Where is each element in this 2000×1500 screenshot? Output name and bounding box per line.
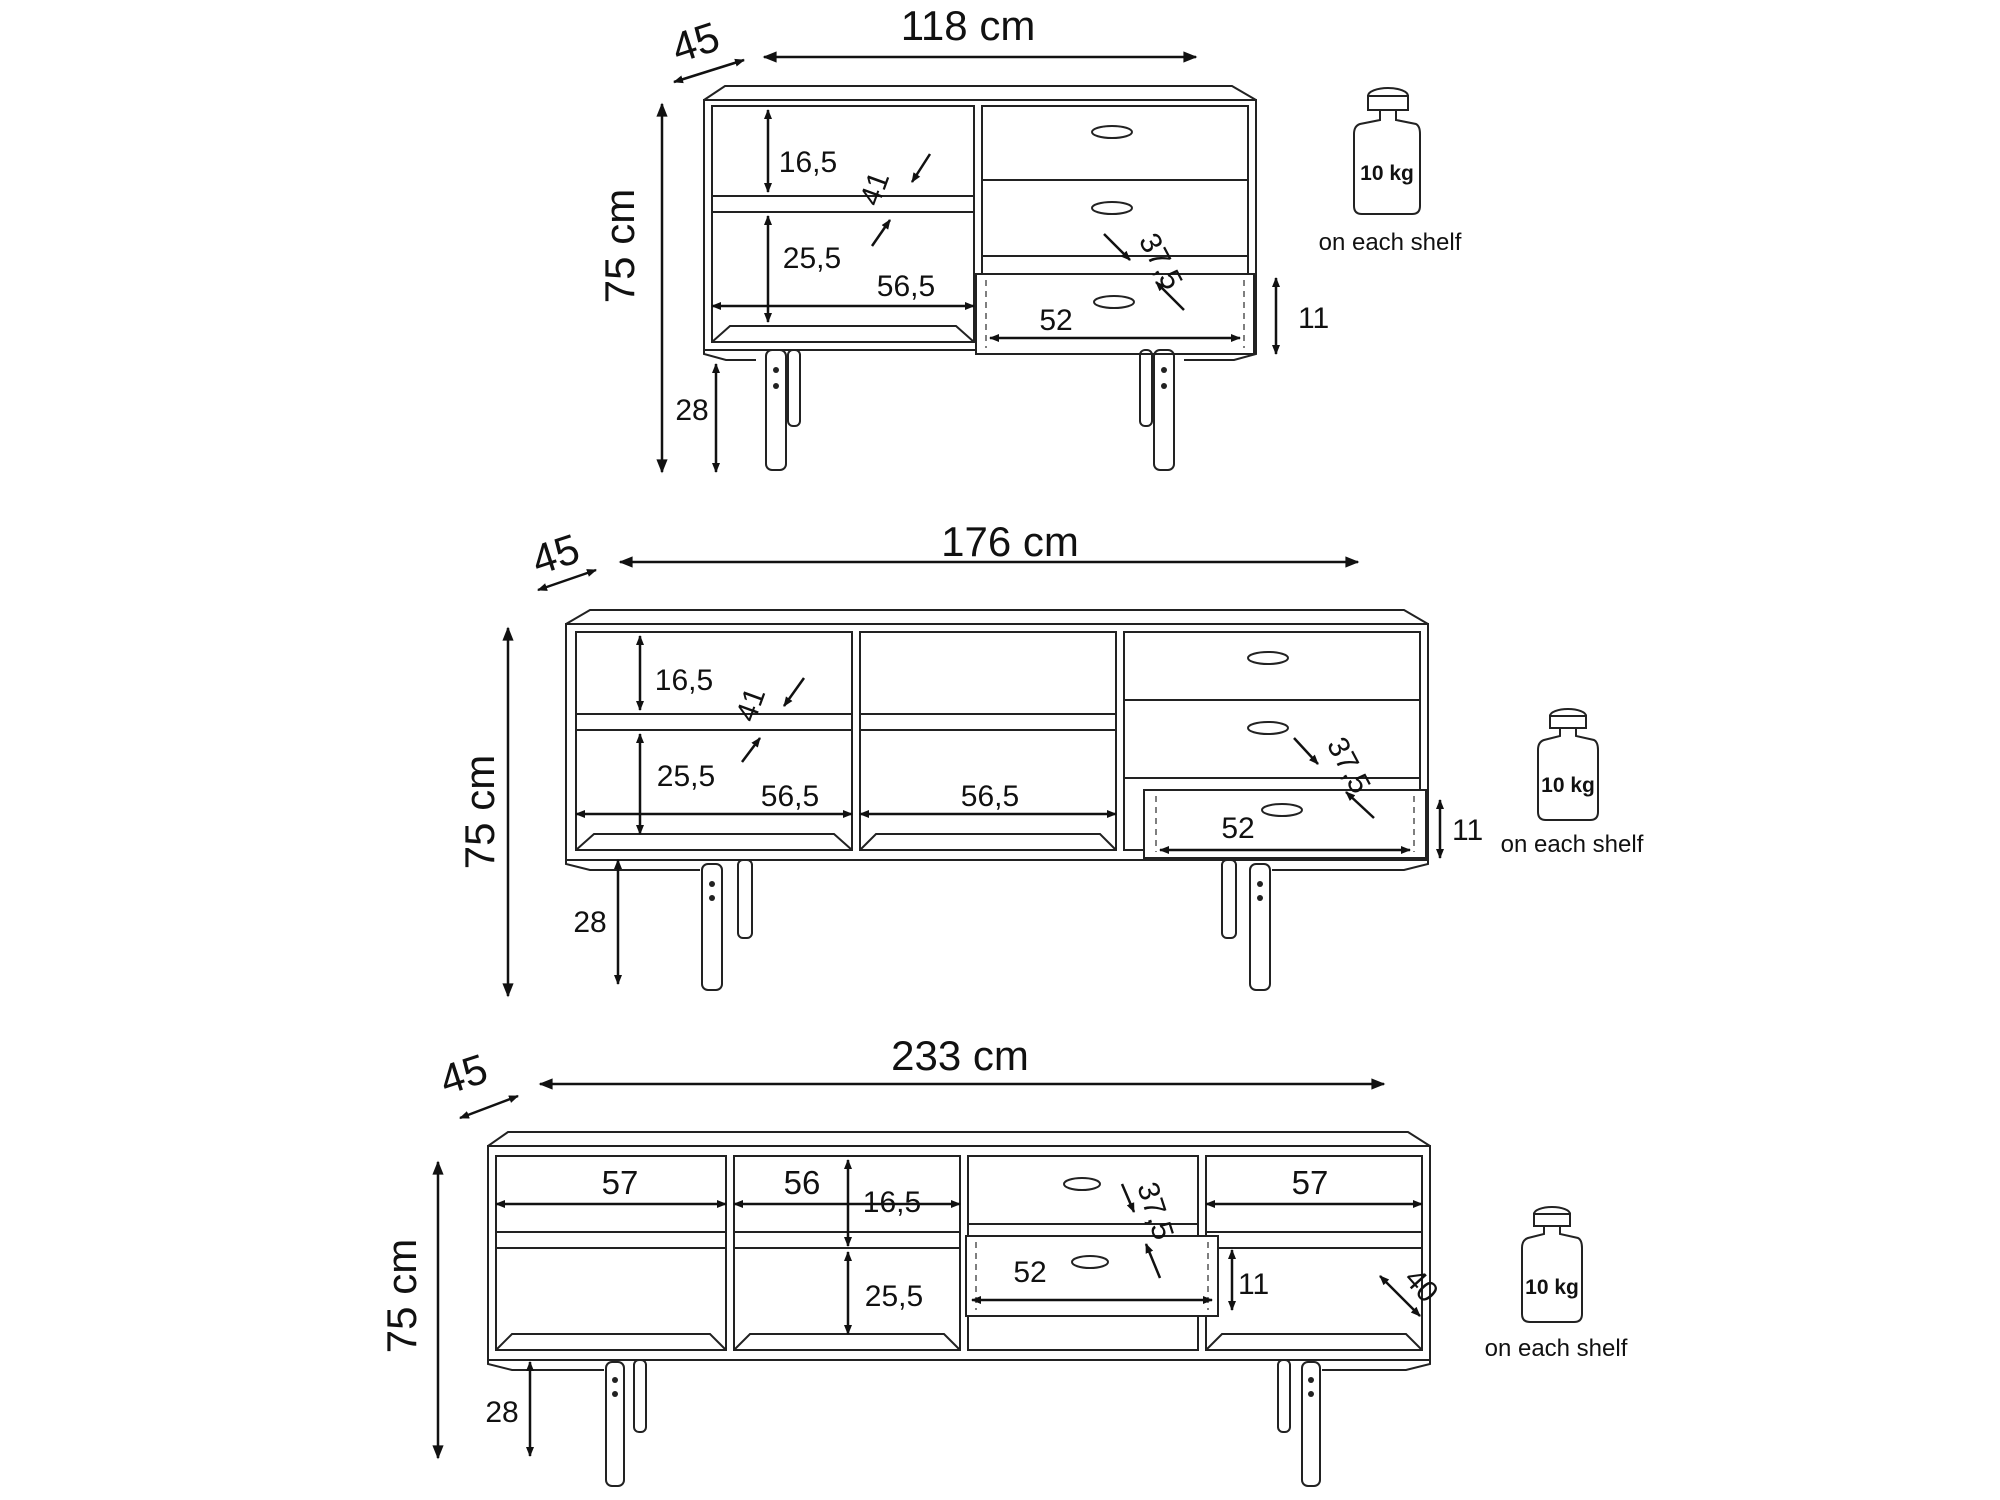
height-label: 75 cm	[456, 755, 503, 869]
width-label: 233 cm	[891, 1032, 1029, 1079]
depth-label: 45	[526, 525, 585, 584]
compartment-1-width-label: 56,5	[761, 780, 819, 813]
drawer-width-label: 52	[1221, 812, 1254, 845]
width-label: 176 cm	[941, 518, 1079, 565]
cabinet-body	[487, 1131, 1431, 1361]
lower-shelf-label: 25,5	[657, 760, 715, 793]
weight-icon: 10 kg	[1537, 708, 1599, 821]
sideboard-118-drawing: 118 cm 45 75 cm 28 16,5 25,5 41 56,5 37,…	[596, 2, 1462, 474]
open-drawer	[975, 273, 1255, 355]
compartment-2-width-label: 56,5	[961, 780, 1019, 813]
leg-height-label: 28	[485, 1396, 518, 1429]
upper-shelf-label: 16,5	[863, 1186, 921, 1219]
weight-icon: 10 kg	[1353, 87, 1421, 215]
drawer-height-label: 11	[1238, 1268, 1269, 1301]
width-label: 118 cm	[901, 2, 1036, 49]
weight-icon: 10 kg	[1521, 1206, 1583, 1323]
depth-label: 45	[666, 13, 725, 72]
depth-label: 45	[434, 1045, 493, 1104]
legs	[487, 1359, 1431, 1487]
weight-value: 10 kg	[1541, 774, 1595, 797]
cabinet-body	[703, 85, 1257, 351]
upper-shelf-label: 16,5	[655, 664, 713, 697]
open-drawer	[965, 1235, 1219, 1317]
load-note: on each shelf	[1485, 1335, 1628, 1362]
weight-value: 10 kg	[1525, 1276, 1579, 1299]
inner-depth-label: 41	[854, 167, 896, 210]
drawer-width-label: 52	[1013, 1256, 1046, 1289]
leg-height-label: 28	[675, 394, 708, 427]
compartment-4-width-label: 57	[1292, 1164, 1329, 1201]
compartment-width-label: 56,5	[877, 270, 935, 303]
drawer-depth-label: 37,5	[1130, 1178, 1179, 1244]
height-label: 75 cm	[596, 189, 643, 303]
lower-shelf-label: 25,5	[783, 242, 841, 275]
compartment-1-width-label: 57	[602, 1164, 639, 1201]
drawer-width-label: 52	[1039, 304, 1072, 337]
compartment-2-width-label: 56	[784, 1164, 821, 1201]
height-label: 75 cm	[378, 1239, 425, 1353]
legs	[703, 349, 1257, 471]
inner-depth-label: 41	[730, 683, 772, 726]
upper-shelf-label: 16,5	[779, 146, 837, 179]
drawer-height-label: 11	[1452, 814, 1483, 847]
leg-height-label: 28	[573, 906, 606, 939]
legs	[565, 859, 1429, 991]
load-note: on each shelf	[1319, 229, 1462, 256]
weight-value: 10 kg	[1360, 162, 1414, 185]
open-drawer	[1143, 789, 1427, 859]
drawer-height-label: 11	[1298, 302, 1329, 335]
load-note: on each shelf	[1501, 831, 1644, 858]
sideboard-233-drawing: 233 cm 45 75 cm 28 57 56 57 16,5 25,5 37…	[378, 1032, 1628, 1487]
lower-shelf-label: 25,5	[865, 1280, 923, 1313]
sideboard-176-drawing: 176 cm 45 75 cm 28 16,5 25,5 41 56,5 56,…	[456, 518, 1644, 998]
